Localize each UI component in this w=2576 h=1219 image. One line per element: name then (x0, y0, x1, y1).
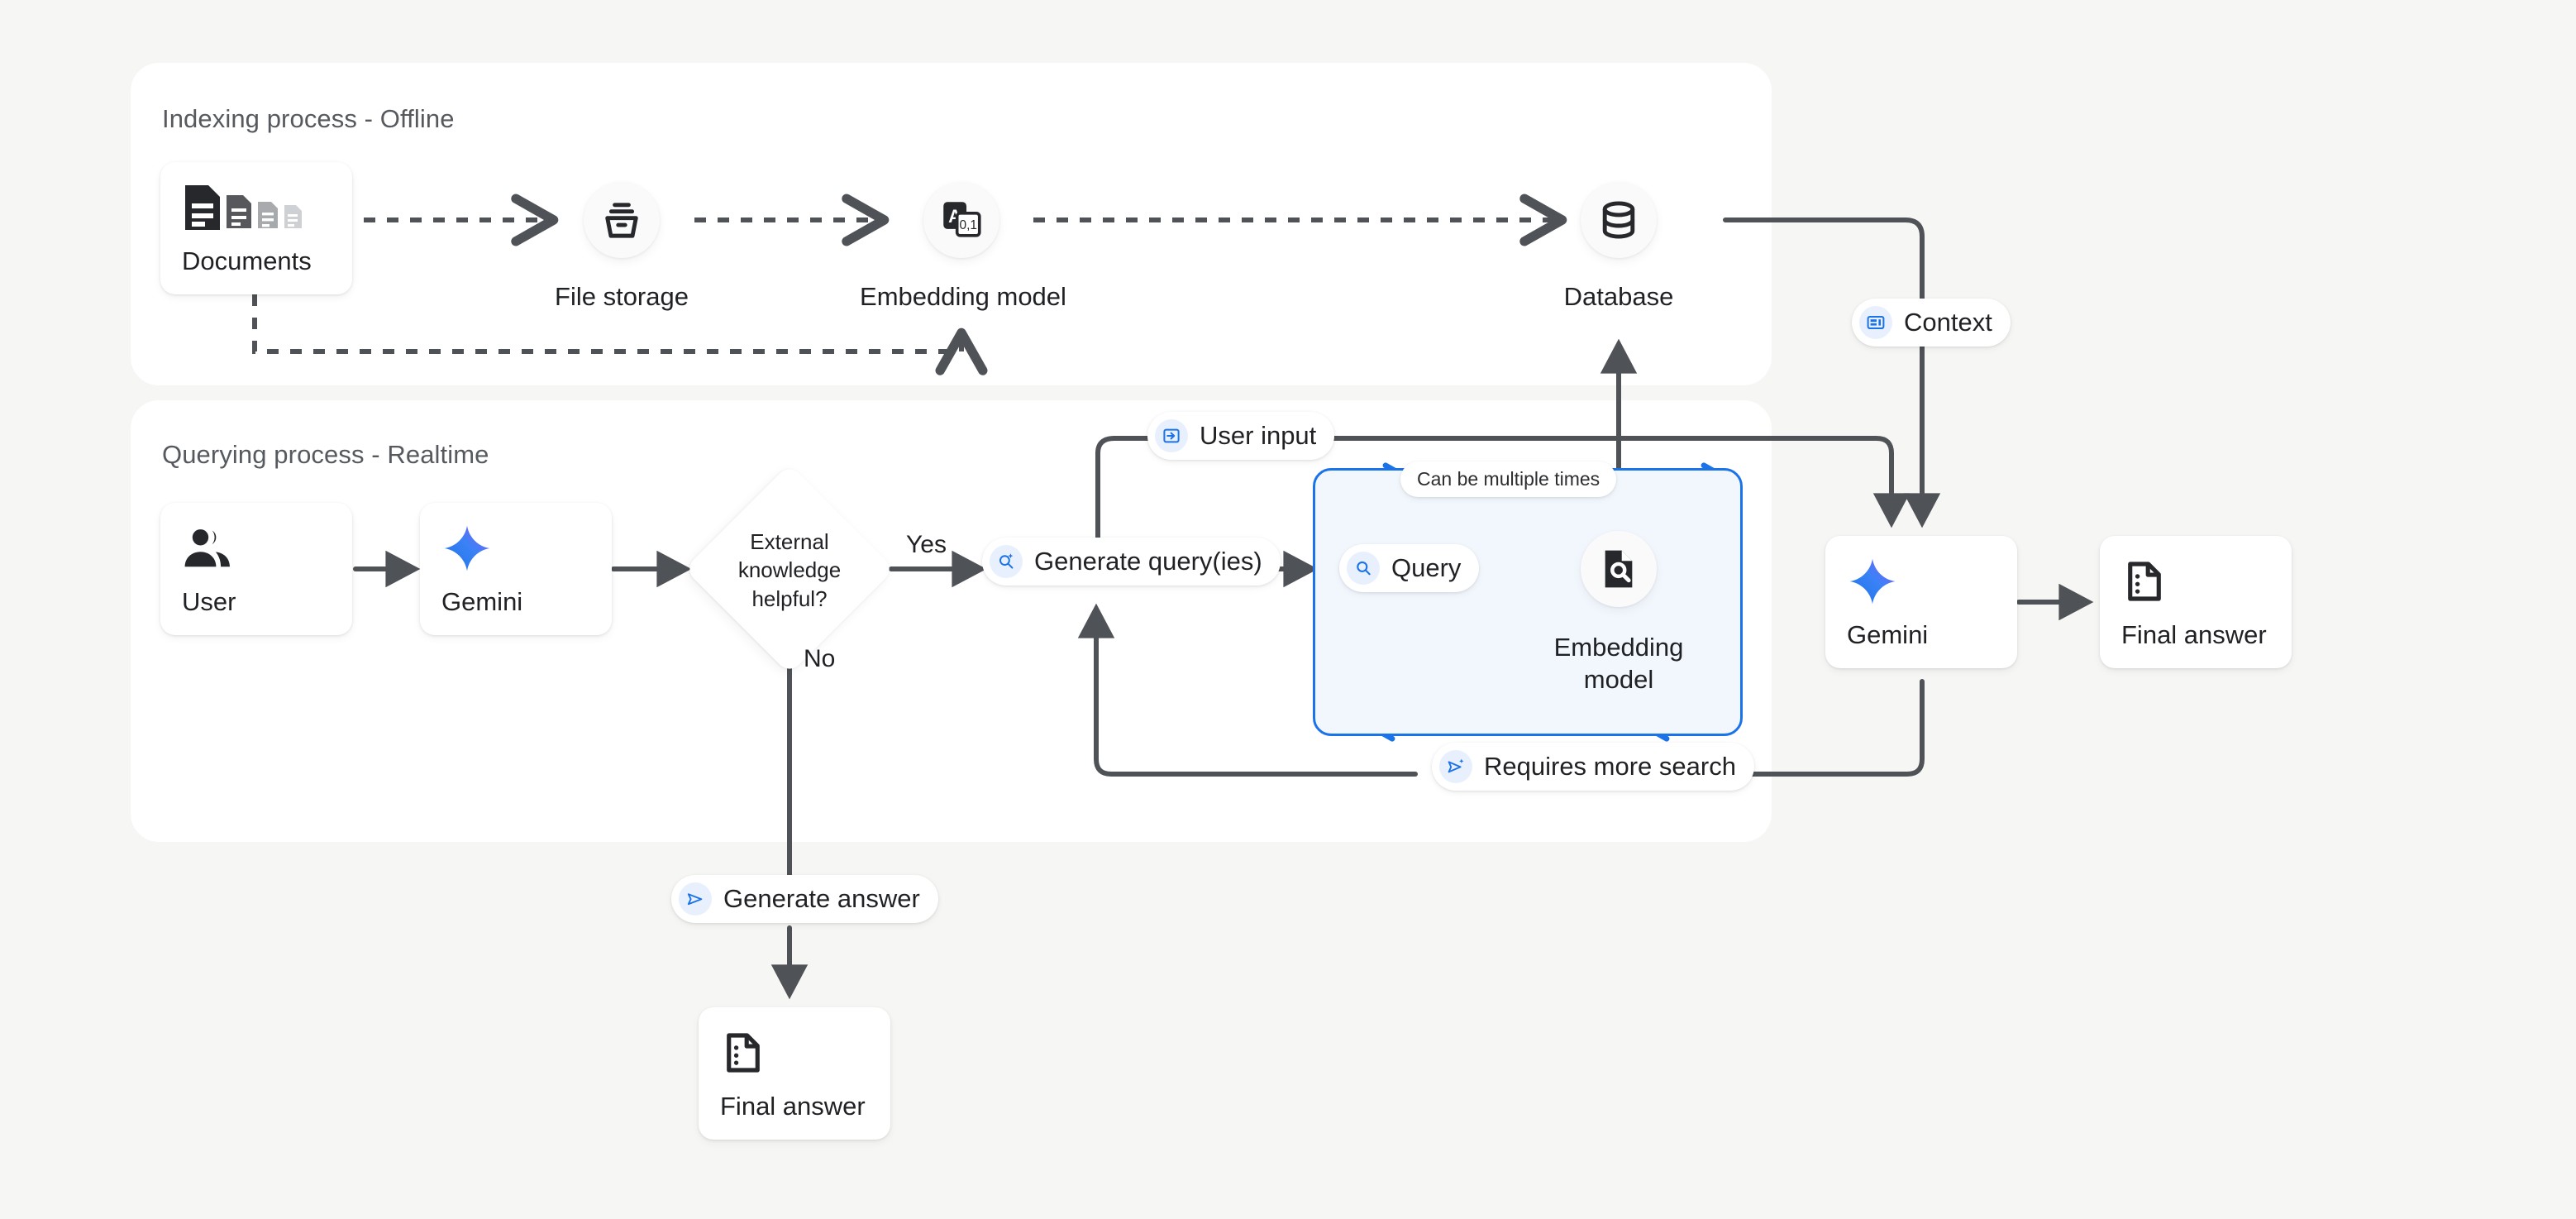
node-user[interactable]: User (160, 503, 352, 635)
node-documents-label: Documents (182, 246, 312, 276)
send-icon (679, 882, 712, 915)
node-file-storage-label: File storage (555, 282, 689, 311)
edge-label-no: No (804, 645, 836, 672)
embedding-query-line-1: Embedding (1553, 633, 1684, 662)
pill-requires-more-search-label: Requires more search (1484, 752, 1736, 781)
search-sparkle-icon (990, 545, 1023, 578)
node-final-answer-bottom[interactable]: Final answer (699, 1007, 890, 1140)
pill-can-be-multiple-times-label: Can be multiple times (1417, 468, 1600, 490)
pill-can-be-multiple-times: Can be multiple times (1400, 461, 1617, 497)
svg-text:0,1: 0,1 (959, 218, 976, 232)
pill-generate-answer-label: Generate answer (723, 884, 920, 913)
edge-label-yes: Yes (906, 531, 947, 558)
answer-doc-icon (2121, 554, 2270, 609)
node-embedding-model-query-label: Embedding model (1513, 632, 1724, 696)
pill-user-input-label: User input (1200, 421, 1317, 450)
pill-requires-more-search[interactable]: Requires more search (1432, 743, 1754, 791)
archive-box-icon (605, 203, 638, 238)
node-documents[interactable]: Documents (160, 162, 352, 294)
node-embedding-model-query[interactable] (1581, 531, 1657, 607)
pill-generate-answer[interactable]: Generate answer (671, 875, 938, 923)
node-gemini-first-label: Gemini (441, 587, 523, 617)
embedding-query-line-2: model (1583, 664, 1654, 694)
translate-embedding-icon: A 0,1 (943, 202, 981, 237)
node-gemini-second-label: Gemini (1847, 620, 1929, 650)
node-embedding-model-indexing[interactable]: A 0,1 (923, 182, 999, 258)
database-icon (1602, 201, 1635, 239)
node-user-label: User (182, 587, 236, 617)
retrieval-loop-box (1313, 468, 1743, 736)
send-sparkle-icon (1439, 750, 1472, 783)
pill-generate-queries[interactable]: Generate query(ies) (982, 538, 1281, 586)
querying-panel-title: Querying process - Realtime (162, 440, 489, 469)
node-gemini-second[interactable]: Gemini (1825, 536, 2017, 668)
node-gemini-first[interactable]: Gemini (420, 503, 612, 635)
pill-query[interactable]: Query (1339, 544, 1480, 592)
input-arrow-icon (1155, 419, 1188, 452)
indexing-panel-title: Indexing process - Offline (162, 104, 455, 133)
documents-icon (182, 180, 331, 235)
gemini-sparkle-icon (1847, 554, 1996, 609)
context-panel-icon (1859, 306, 1892, 339)
decision-line-3: helpful? (751, 586, 828, 611)
document-search-icon (1605, 550, 1633, 588)
pill-user-input[interactable]: User input (1147, 412, 1335, 460)
node-database[interactable] (1581, 182, 1657, 258)
node-decision-label: External knowledge helpful? (707, 528, 872, 613)
node-database-label: Database (1563, 282, 1674, 311)
node-final-answer-bottom-label: Final answer (720, 1092, 866, 1121)
pill-generate-queries-label: Generate query(ies) (1034, 547, 1262, 576)
search-icon (1347, 552, 1380, 585)
node-file-storage[interactable] (584, 182, 660, 258)
pill-query-label: Query (1391, 553, 1462, 582)
gemini-sparkle-icon (441, 521, 590, 576)
answer-doc-icon (720, 1025, 869, 1080)
people-icon (182, 521, 331, 576)
pill-context[interactable]: Context (1852, 299, 2011, 347)
node-embedding-model-indexing-label: Embedding model (860, 282, 1066, 311)
decision-line-1: External (750, 529, 829, 554)
node-final-answer-right[interactable]: Final answer (2100, 536, 2292, 668)
node-final-answer-right-label: Final answer (2121, 620, 2267, 650)
decision-line-2: knowledge (737, 557, 842, 583)
pill-context-label: Context (1904, 308, 1992, 337)
